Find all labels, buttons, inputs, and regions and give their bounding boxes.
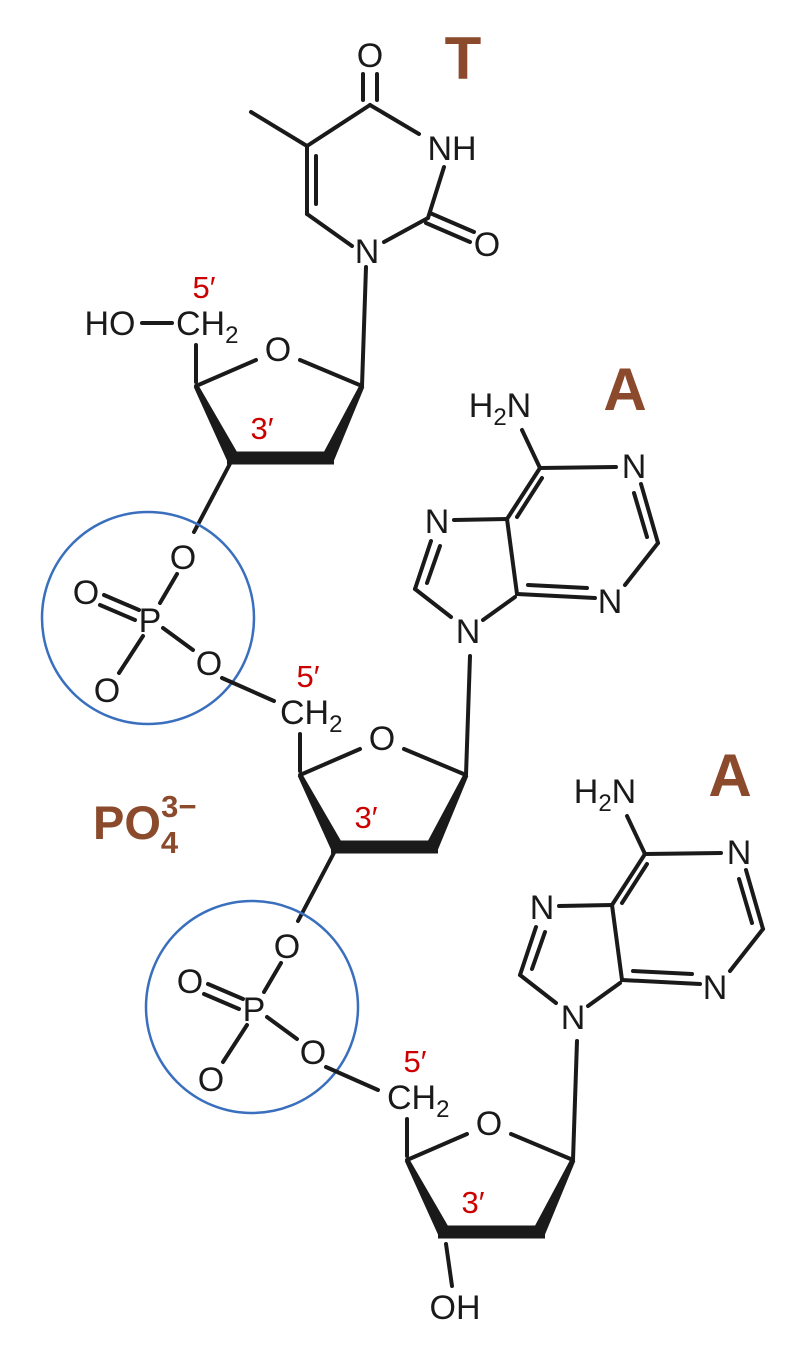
sugar-2-ch2-group: CH2 [280, 694, 342, 738]
phosphate-2-o-double-atom: O [177, 963, 203, 1001]
adenine-2-bonds [518, 814, 765, 1008]
adenine-1-base: H2N N N N N A [413, 356, 660, 651]
sugar-3-5prime-label: 5′ [403, 1044, 426, 1079]
sugar-2-5prime-label: 5′ [296, 659, 319, 694]
adenine-1-n7-atom: N [425, 503, 450, 541]
phosphate-2: O P O O O [144, 899, 380, 1115]
sugar-3-bonds [404, 1039, 579, 1288]
sugar-2-3prime-label: 3′ [354, 800, 377, 835]
phosphate-ion-formula: PO43− [93, 789, 197, 860]
sugar-2-deoxyribose: 5′ CH2 O 3′ [280, 654, 472, 923]
phosphate-1-o-5prime-atom: O [196, 645, 222, 683]
adenine-1-letter-label: A [603, 356, 646, 423]
adenine-1-n3-atom: N [598, 583, 623, 621]
phosphate-2-p-atom: P [243, 991, 266, 1029]
adenine-2-n3-atom: N [703, 969, 728, 1007]
thymine-base: O NH O N T [249, 25, 500, 271]
adenine-2-amino-group: H2N [574, 773, 636, 817]
sugar-1-ho-group: HO [85, 305, 136, 343]
adenine-1-bonds [413, 428, 660, 622]
sugar-3-ring-o-atom: O [476, 1105, 502, 1143]
sugar-1-ch2-group: CH2 [176, 305, 238, 349]
phosphate-2-circle [144, 899, 360, 1115]
thymine-n1-atom: N [355, 233, 380, 271]
sugar-1-bonds [140, 265, 368, 534]
thymine-o2-atom: O [474, 226, 500, 264]
sugar-3-deoxyribose: 5′ CH2 O 3′ OH [387, 1039, 579, 1327]
adenine-1-amino-group: H2N [469, 387, 531, 431]
phosphate-2-o-minus-atom: O [198, 1061, 224, 1099]
phosphate-2-o-5prime-atom: O [300, 1034, 326, 1072]
sugar-3-ch2-group: CH2 [387, 1079, 449, 1123]
sugar-1-3prime-label: 3′ [250, 411, 273, 446]
sugar-1-ring-o-atom: O [265, 331, 291, 369]
sugar-3-3prime-label: 3′ [461, 1185, 484, 1220]
adenine-1-n1-atom: N [622, 448, 647, 486]
thymine-bonds [249, 72, 476, 248]
sugar-2-ring-o-atom: O [369, 720, 395, 758]
phosphate-1-circle [40, 510, 256, 726]
phosphate-2-o-3prime-atom: O [274, 928, 300, 966]
adenine-1-n9-atom: N [456, 613, 481, 651]
adenine-2-letter-label: A [708, 742, 751, 809]
phosphate-1: O P O O O [40, 510, 276, 726]
sugar-1-5prime-label: 5′ [192, 270, 215, 305]
thymine-letter-label: T [445, 25, 482, 92]
adenine-2-n9-atom: N [561, 999, 586, 1037]
sugar-3-oh-group: OH [430, 1289, 481, 1327]
sugar-1-deoxyribose: HO 5′ CH2 O 3′ [85, 265, 368, 534]
phosphate-1-o-3prime-atom: O [170, 539, 196, 577]
thymine-o4-atom: O [357, 37, 383, 75]
sugar-2-bonds [296, 654, 472, 923]
thymine-n3h-atom: NH [427, 130, 476, 168]
adenine-2-n1-atom: N [727, 834, 752, 872]
phosphate-1-o-double-atom: O [73, 574, 99, 612]
phosphate-1-p-atom: P [139, 602, 162, 640]
phosphate-1-bonds [98, 572, 276, 703]
phosphate-1-o-minus-atom: O [94, 672, 120, 710]
phosphate-2-bonds [202, 961, 380, 1092]
adenine-2-base: H2N N N N N A [518, 742, 765, 1037]
adenine-2-n7-atom: N [530, 889, 555, 927]
